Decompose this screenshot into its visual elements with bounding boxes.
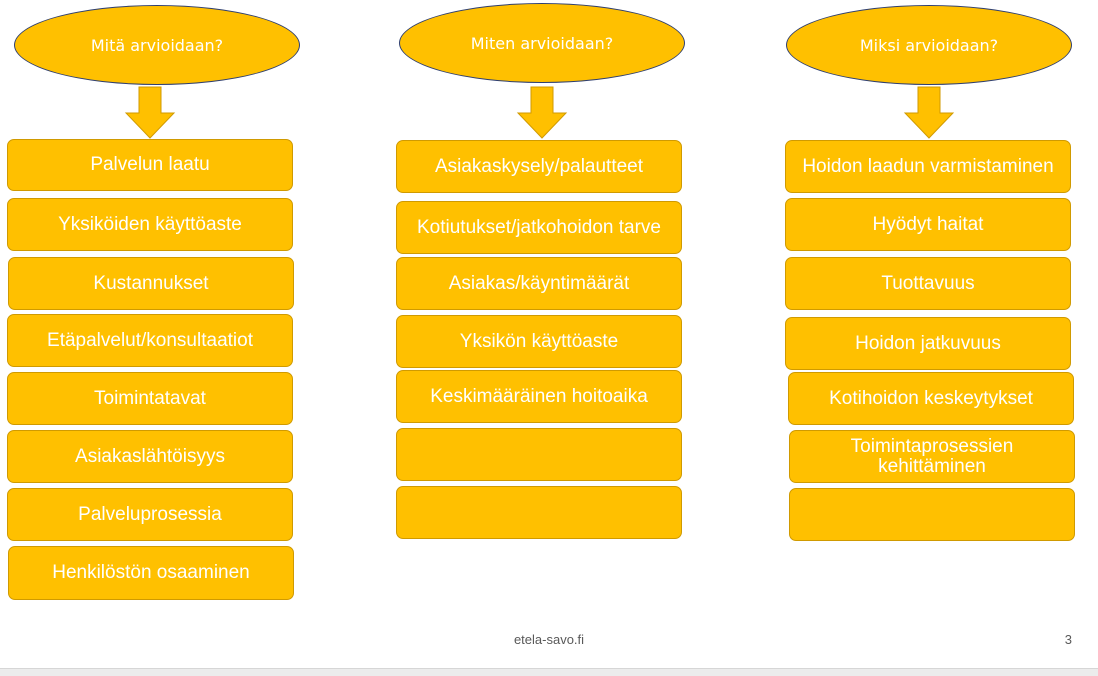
header-label-what: Mitä arvioidaan? <box>90 35 224 55</box>
down-arrow-icon <box>903 86 955 139</box>
what-item-6: Asiakaslähtöisyys <box>7 430 293 483</box>
how-item-3: Asiakas/käyntimäärät <box>396 257 682 310</box>
what-item-8: Henkilöstön osaaminen <box>8 546 294 600</box>
what-item-2: Yksiköiden käyttöaste <box>7 198 293 251</box>
why-item-7 <box>789 488 1075 541</box>
how-item-2: Kotiutukset/jatkohoidon tarve <box>396 201 682 254</box>
header-oval-how: Miten arvioidaan? <box>399 3 685 83</box>
header-label-how: Miten arvioidaan? <box>470 33 614 53</box>
what-item-7: Palveluprosessia <box>7 488 293 541</box>
header-oval-what: Mitä arvioidaan? <box>14 5 300 85</box>
how-item-1: Asiakaskysely/palautteet <box>396 140 682 193</box>
bottom-bar <box>0 668 1098 676</box>
what-item-4: Etäpalvelut/konsultaatiot <box>7 314 293 367</box>
how-item-4: Yksikön käyttöaste <box>396 315 682 368</box>
page-number: 3 <box>1064 632 1072 647</box>
why-item-6: Toimintaprosessien kehittäminen <box>789 430 1075 483</box>
what-item-3: Kustannukset <box>8 257 294 310</box>
footer-site: etela-savo.fi <box>513 632 585 647</box>
what-item-1: Palvelun laatu <box>7 139 293 191</box>
why-item-3: Tuottavuus <box>785 257 1071 310</box>
why-item-5: Kotihoidon keskeytykset <box>788 372 1074 425</box>
why-item-2: Hyödyt haitat <box>785 198 1071 251</box>
how-item-7 <box>396 486 682 539</box>
what-item-5: Toimintatavat <box>7 372 293 425</box>
down-arrow-icon <box>124 86 176 139</box>
how-item-5: Keskimääräinen hoitoaika <box>396 370 682 423</box>
header-oval-why: Miksi arvioidaan? <box>786 5 1072 85</box>
how-item-6 <box>396 428 682 481</box>
why-item-4: Hoidon jatkuvuus <box>785 317 1071 370</box>
down-arrow-icon <box>516 86 568 139</box>
header-label-why: Miksi arvioidaan? <box>859 35 999 55</box>
why-item-1: Hoidon laadun varmistaminen <box>785 140 1071 193</box>
